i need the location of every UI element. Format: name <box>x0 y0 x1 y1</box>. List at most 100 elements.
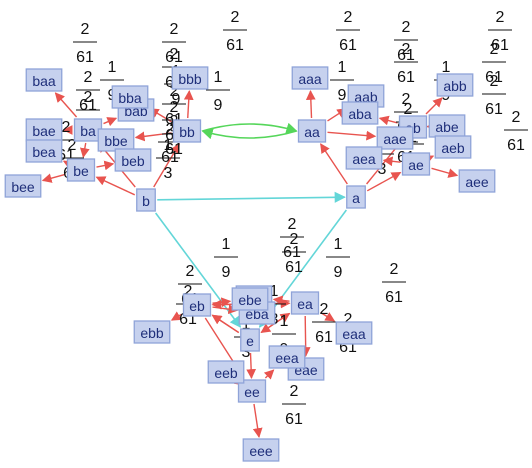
fraction-numerator: 1 <box>280 313 289 330</box>
fraction-numerator: 1 <box>442 59 451 76</box>
fraction-denominator: 3 <box>242 344 251 361</box>
edge-bb-to-aa <box>202 122 298 134</box>
edge-ae-to-aee <box>431 167 459 178</box>
node-ba[interactable]: ba <box>73 118 103 142</box>
node-be[interactable]: be <box>66 158 96 182</box>
node-box <box>136 188 156 212</box>
node-aa[interactable]: aa <box>297 119 327 143</box>
node-label: eaa <box>342 326 366 342</box>
node-box <box>25 68 63 92</box>
edge-ae-to-aeb <box>423 155 435 165</box>
node-label: be <box>73 163 89 179</box>
node-label: bbe <box>104 133 128 149</box>
node-box <box>335 321 373 345</box>
fraction-numerator: 2 <box>170 99 179 116</box>
fraction-denominator: 61 <box>397 69 415 86</box>
node-abb[interactable]: abb <box>436 73 474 97</box>
node-box <box>291 66 329 90</box>
fraction-denominator: 61 <box>165 141 183 158</box>
edge-ba-to-be <box>79 142 90 158</box>
node-label: beb <box>121 153 145 169</box>
fraction-denominator: 9 <box>172 91 181 108</box>
node-ebb[interactable]: ebb <box>133 320 171 344</box>
node-box <box>237 379 267 403</box>
edge-probability-label: 261 <box>312 301 336 346</box>
node-eea[interactable]: eea <box>268 345 306 369</box>
node-box <box>182 293 212 317</box>
node-label: abe <box>435 119 459 135</box>
node-bbe[interactable]: bbe <box>97 128 135 152</box>
edge-ee-to-eea <box>263 369 275 380</box>
fraction-denominator: 61 <box>397 47 415 64</box>
node-box <box>401 152 431 176</box>
edge-ab-to-aba <box>378 115 398 126</box>
node-e[interactable]: e <box>240 328 260 352</box>
node-aeb[interactable]: aeb <box>434 135 472 159</box>
node-box <box>376 126 414 150</box>
edge-probability-label: 13 <box>156 137 180 182</box>
edge-b-to-e <box>155 212 242 328</box>
fraction-numerator: 2 <box>496 9 505 26</box>
fraction-denominator: 61 <box>485 101 503 118</box>
node-eee[interactable]: eee <box>242 438 280 462</box>
fraction-numerator: 2 <box>186 263 195 280</box>
fraction-denominator: 61 <box>339 37 357 54</box>
node-ae[interactable]: ae <box>401 152 431 176</box>
node-box <box>458 169 496 193</box>
fraction-denominator: 3 <box>164 165 173 182</box>
node-box <box>341 101 379 125</box>
fraction-numerator: 2 <box>170 83 179 100</box>
edge-be-to-bea <box>62 160 74 170</box>
node-bba[interactable]: bba <box>111 85 149 109</box>
fraction-numerator: 1 <box>214 69 223 86</box>
edge-probability-label: 19 <box>206 69 230 114</box>
node-label: a <box>352 190 360 206</box>
node-eeb[interactable]: eeb <box>207 360 245 384</box>
node-aea[interactable]: aea <box>345 146 383 170</box>
edge-aa-to-aaa <box>305 90 316 119</box>
node-beb[interactable]: beb <box>114 148 152 172</box>
node-label: baa <box>32 73 56 89</box>
node-ebe[interactable]: ebe <box>231 287 269 311</box>
node-bae[interactable]: bae <box>25 118 63 142</box>
node-aee[interactable]: aee <box>458 169 496 193</box>
node-label: ea <box>297 296 313 312</box>
edge-a-to-ae <box>366 171 402 192</box>
node-box <box>240 328 260 352</box>
node-label: eea <box>275 350 299 366</box>
node-box <box>171 66 209 90</box>
node-label: ebe <box>238 292 262 308</box>
node-bb[interactable]: bb <box>172 119 202 143</box>
fraction-denominator: 61 <box>226 37 244 54</box>
node-aae[interactable]: aae <box>376 126 414 150</box>
node-box <box>133 320 171 344</box>
node-box <box>268 345 306 369</box>
node-ea[interactable]: ea <box>290 291 320 315</box>
node-eaa[interactable]: eaa <box>335 321 373 345</box>
node-bbb[interactable]: bbb <box>171 66 209 90</box>
fraction-denominator: 9 <box>222 264 231 281</box>
node-baa[interactable]: baa <box>25 68 63 92</box>
node-abe[interactable]: abe <box>428 114 466 138</box>
node-label: aee <box>465 174 489 190</box>
fraction-numerator: 2 <box>290 231 299 248</box>
fraction-numerator: 2 <box>62 119 71 136</box>
edge-probability-label: 19 <box>326 236 350 281</box>
node-bea[interactable]: bea <box>25 139 63 163</box>
node-box <box>207 360 245 384</box>
node-a[interactable]: a <box>346 185 366 209</box>
node-eb[interactable]: eb <box>182 293 212 317</box>
edge-e-to-eb <box>211 314 240 334</box>
node-bee[interactable]: bee <box>4 174 42 198</box>
edge-probability-label: 261 <box>282 231 306 276</box>
node-b[interactable]: b <box>136 188 156 212</box>
node-aaa[interactable]: aaa <box>291 66 329 90</box>
node-aba[interactable]: aba <box>341 101 379 125</box>
fraction-numerator: 1 <box>338 59 347 76</box>
fraction-numerator: 1 <box>108 59 117 76</box>
node-ee[interactable]: ee <box>237 379 267 403</box>
node-label: bae <box>32 123 56 139</box>
node-layer: baebbbabeaaabaeebeaeebaababbaebbabbbbbeb… <box>4 66 496 462</box>
edge-probability-label: 261 <box>162 21 186 66</box>
